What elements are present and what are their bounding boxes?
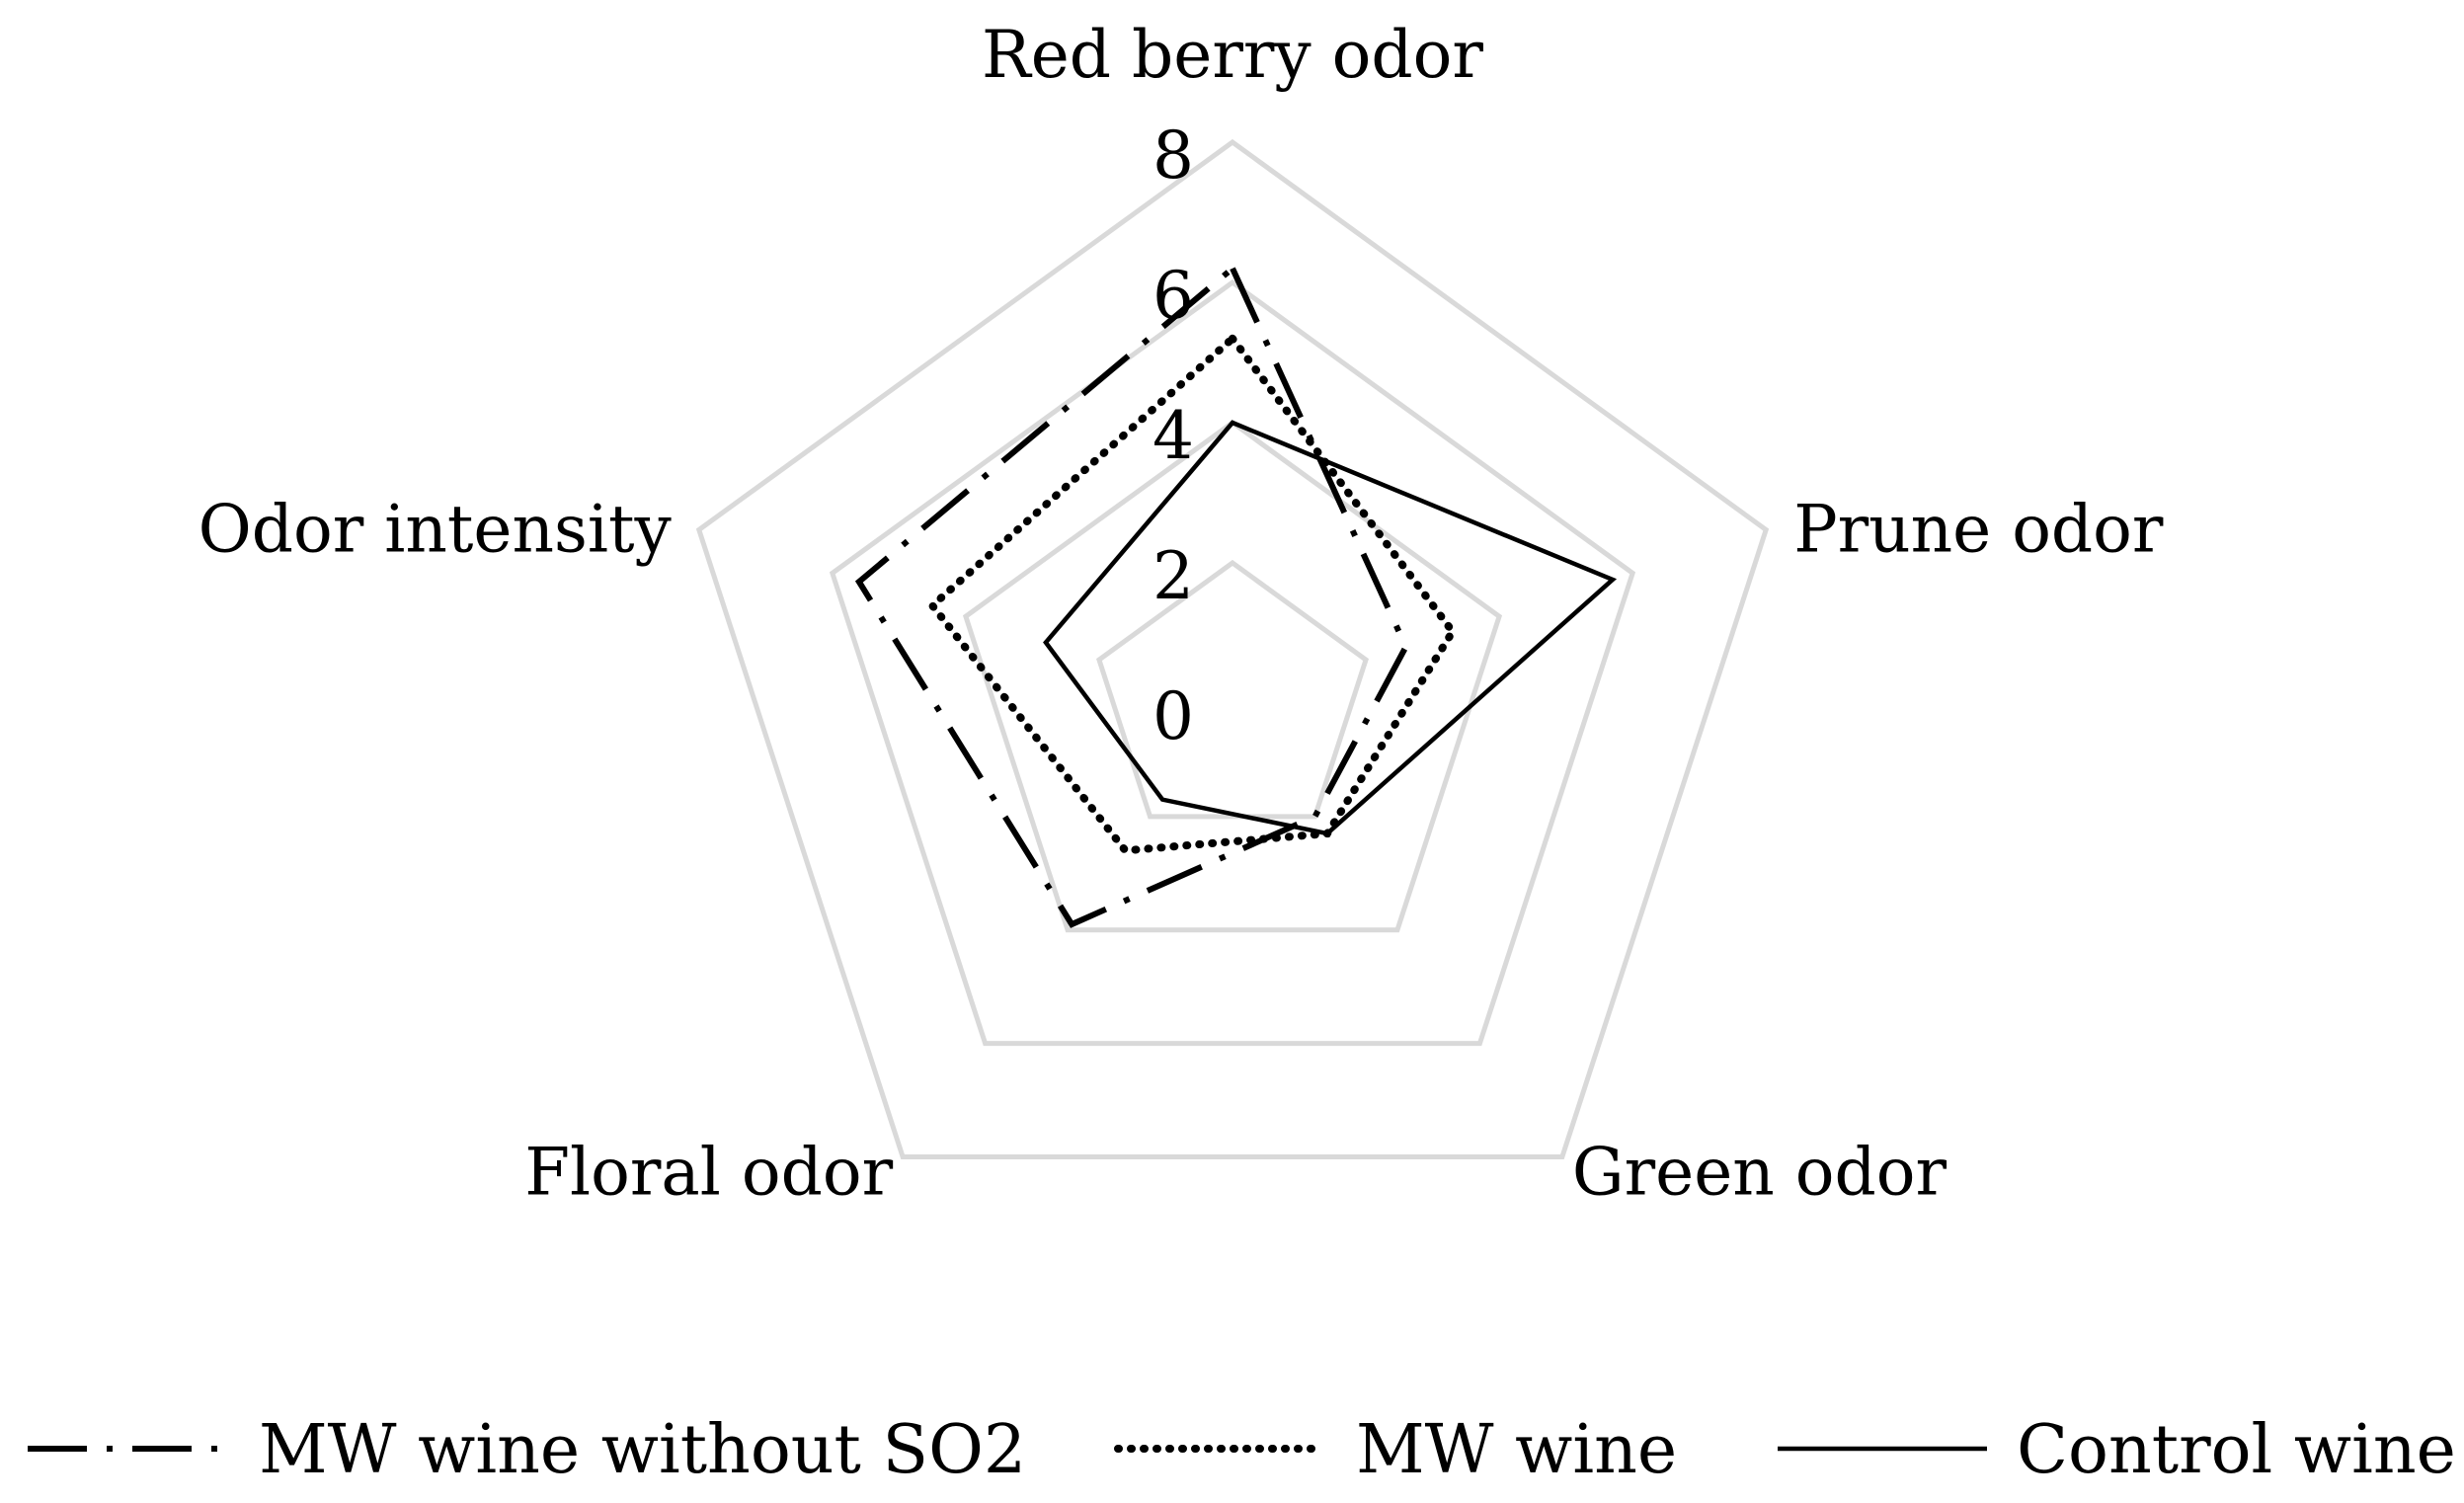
series-line-control-wine <box>1043 420 1618 836</box>
series-line-mw-wine-without-so2 <box>854 263 1409 928</box>
axis-label-green-odor: Green odor <box>1572 1135 1947 1211</box>
grid-ring-4 <box>962 419 1503 933</box>
grid-ring-2 <box>1096 559 1369 820</box>
grid-ring-8 <box>695 138 1770 1160</box>
legend-item-mw-wine-without-so2: MW wine without SO2 <box>28 1411 1026 1489</box>
legend-label-mw-wine: MW wine <box>1356 1411 1677 1489</box>
legend-label-mw-wine-without-so2: MW wine without SO2 <box>259 1411 1026 1489</box>
legend-item-mw-wine: MW wine <box>1114 1411 1677 1489</box>
legend-item-control-wine: Control wine <box>1778 1411 2456 1489</box>
legend: MW wine without SO2 MW wine Control wine <box>28 1411 2456 1489</box>
grid-ring-6 <box>829 278 1636 1047</box>
axis-label-prune-odor: Prune odor <box>1793 491 2164 567</box>
tick-label-8: 8 <box>1153 118 1194 194</box>
radar-grid <box>695 138 1770 1160</box>
axis-label-floral-odor: Floral odor <box>524 1135 893 1211</box>
tick-label-4: 4 <box>1153 398 1194 474</box>
axis-label-red-berry-odor: Red berry odor <box>982 17 1483 93</box>
radial-tick-labels: 0 2 4 6 8 <box>1153 118 1194 754</box>
axis-label-odor-intensity: Odor intensity <box>199 491 673 567</box>
tick-label-0: 0 <box>1153 678 1194 754</box>
tick-label-2: 2 <box>1153 538 1194 614</box>
legend-label-control-wine: Control wine <box>2017 1411 2456 1489</box>
tick-label-6: 6 <box>1153 258 1194 334</box>
radar-series <box>854 263 1618 928</box>
series-line-mw-wine <box>926 332 1458 855</box>
